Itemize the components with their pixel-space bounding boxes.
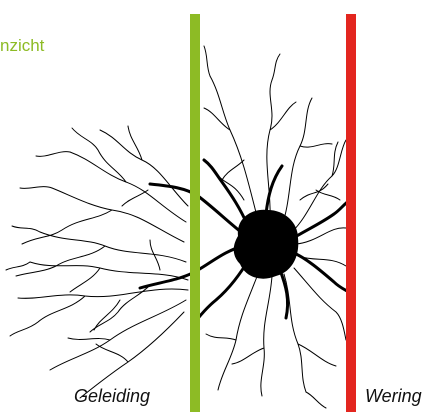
label-barrier: Wering [365,385,422,407]
cell-body [234,210,299,279]
left-dendrites [6,126,188,398]
barrier-bar [346,14,356,412]
heading-text: nzicht [0,36,44,56]
label-conduction: Geleiding [74,385,150,407]
conduction-bar [190,14,200,412]
